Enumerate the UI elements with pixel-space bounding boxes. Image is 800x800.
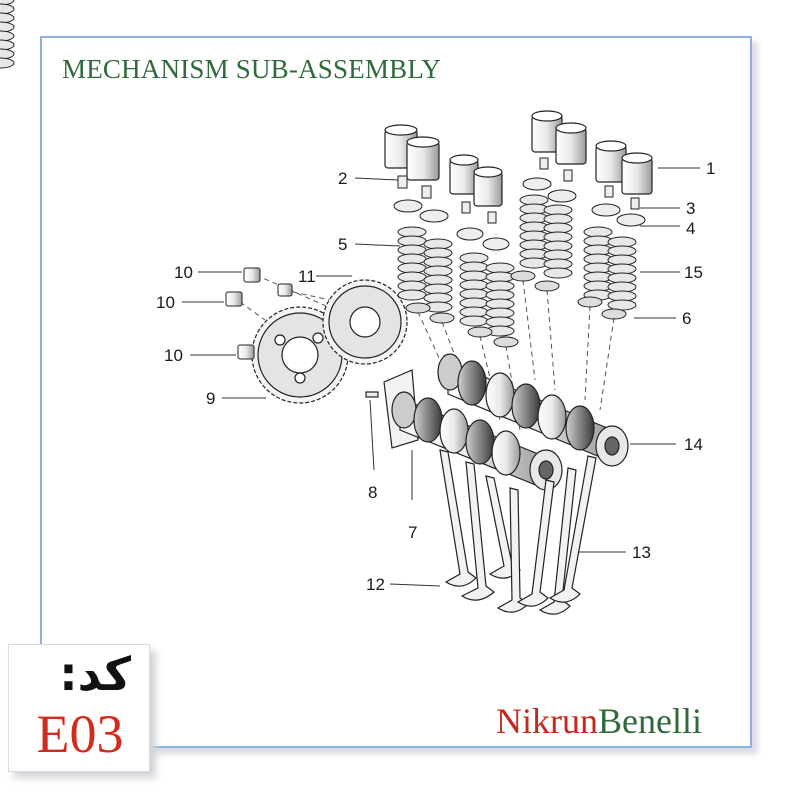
brand-part-nikrun: Nikrun xyxy=(496,701,598,741)
camshaft-intake xyxy=(437,353,629,467)
valve-keepers xyxy=(393,157,646,251)
callout-15: 15 xyxy=(684,263,703,282)
callout-2: 2 xyxy=(338,169,347,188)
callout-10-top: 10 xyxy=(174,263,193,282)
callout-10-middle: 10 xyxy=(156,293,175,312)
valves xyxy=(439,449,597,615)
callout-9: 9 xyxy=(206,389,215,408)
callout-6: 6 xyxy=(682,309,691,328)
callout-8: 8 xyxy=(368,483,377,502)
callout-labels: 1 2 3 4 5 6 7 8 9 10 10 10 11 12 13 14 1… xyxy=(156,159,715,594)
callout-4: 4 xyxy=(686,219,695,238)
callout-14: 14 xyxy=(684,435,703,454)
callout-12: 12 xyxy=(366,575,385,594)
callout-10-bottom: 10 xyxy=(164,346,183,365)
tappets xyxy=(384,110,653,207)
callout-5: 5 xyxy=(338,235,347,254)
brand-logo: NikrunBenelli xyxy=(496,700,702,742)
callout-1: 1 xyxy=(706,159,715,178)
diagram-title: MECHANISM SUB-ASSEMBLY xyxy=(62,54,442,84)
leader-lines xyxy=(182,167,700,587)
brand-part-benelli: Benelli xyxy=(598,701,702,741)
sprocket-bolts xyxy=(225,267,293,360)
spring-seats xyxy=(405,270,627,348)
code-label: کد: xyxy=(59,647,131,701)
camshaft-exhaust xyxy=(365,369,563,491)
callout-7: 7 xyxy=(408,523,417,542)
code-value: E03 xyxy=(36,704,124,764)
valve-springs xyxy=(0,0,637,337)
cam-sprockets xyxy=(251,279,408,404)
callout-3: 3 xyxy=(686,199,695,218)
callout-13: 13 xyxy=(632,543,651,562)
part-code-box: کد: E03 xyxy=(8,644,150,772)
callout-11: 11 xyxy=(298,267,316,286)
